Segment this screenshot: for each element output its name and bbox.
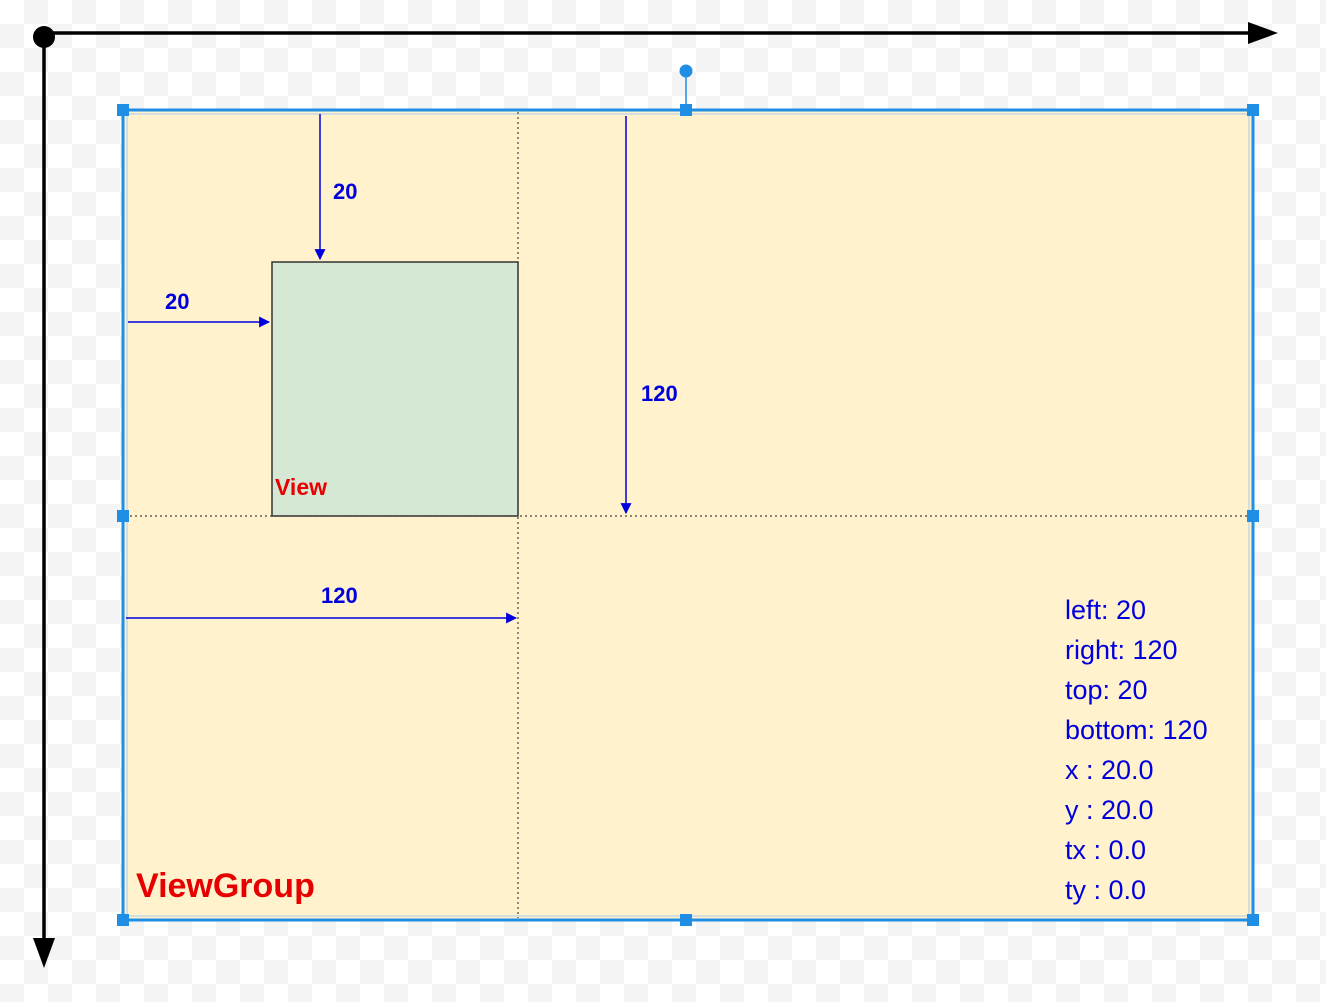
resize-handle-middle-left[interactable] bbox=[117, 510, 129, 522]
resize-handle-top-right[interactable] bbox=[1247, 104, 1259, 116]
property-x: x : 20.0 bbox=[1065, 755, 1154, 785]
rotation-handle-icon[interactable] bbox=[679, 64, 693, 78]
property-y: y : 20.0 bbox=[1065, 795, 1154, 825]
left-offset-label: 20 bbox=[165, 289, 189, 314]
view-label: View bbox=[275, 474, 327, 500]
resize-handle-top-left[interactable] bbox=[117, 104, 129, 116]
resize-handle-bottom-right[interactable] bbox=[1247, 914, 1259, 926]
resize-handle-middle-right[interactable] bbox=[1247, 510, 1259, 522]
origin-dot-icon bbox=[33, 26, 55, 48]
property-bottom: bottom: 120 bbox=[1065, 715, 1208, 745]
arrow-right-icon bbox=[1248, 22, 1278, 44]
resize-handle-bottom-left[interactable] bbox=[117, 914, 129, 926]
property-ty: ty : 0.0 bbox=[1065, 875, 1146, 905]
right-offset-label: 120 bbox=[321, 583, 358, 608]
property-left: left: 20 bbox=[1065, 595, 1146, 625]
property-top: top: 20 bbox=[1065, 675, 1148, 705]
viewgroup-label: ViewGroup bbox=[136, 867, 315, 905]
arrow-down-icon bbox=[33, 938, 55, 968]
view-box[interactable] bbox=[271, 261, 519, 517]
top-offset-label: 20 bbox=[333, 179, 357, 204]
property-tx: tx : 0.0 bbox=[1065, 835, 1146, 865]
resize-handle-top-center[interactable] bbox=[680, 104, 692, 116]
property-right: right: 120 bbox=[1065, 635, 1178, 665]
bottom-offset-label: 120 bbox=[641, 381, 678, 406]
resize-handle-bottom-center[interactable] bbox=[680, 914, 692, 926]
